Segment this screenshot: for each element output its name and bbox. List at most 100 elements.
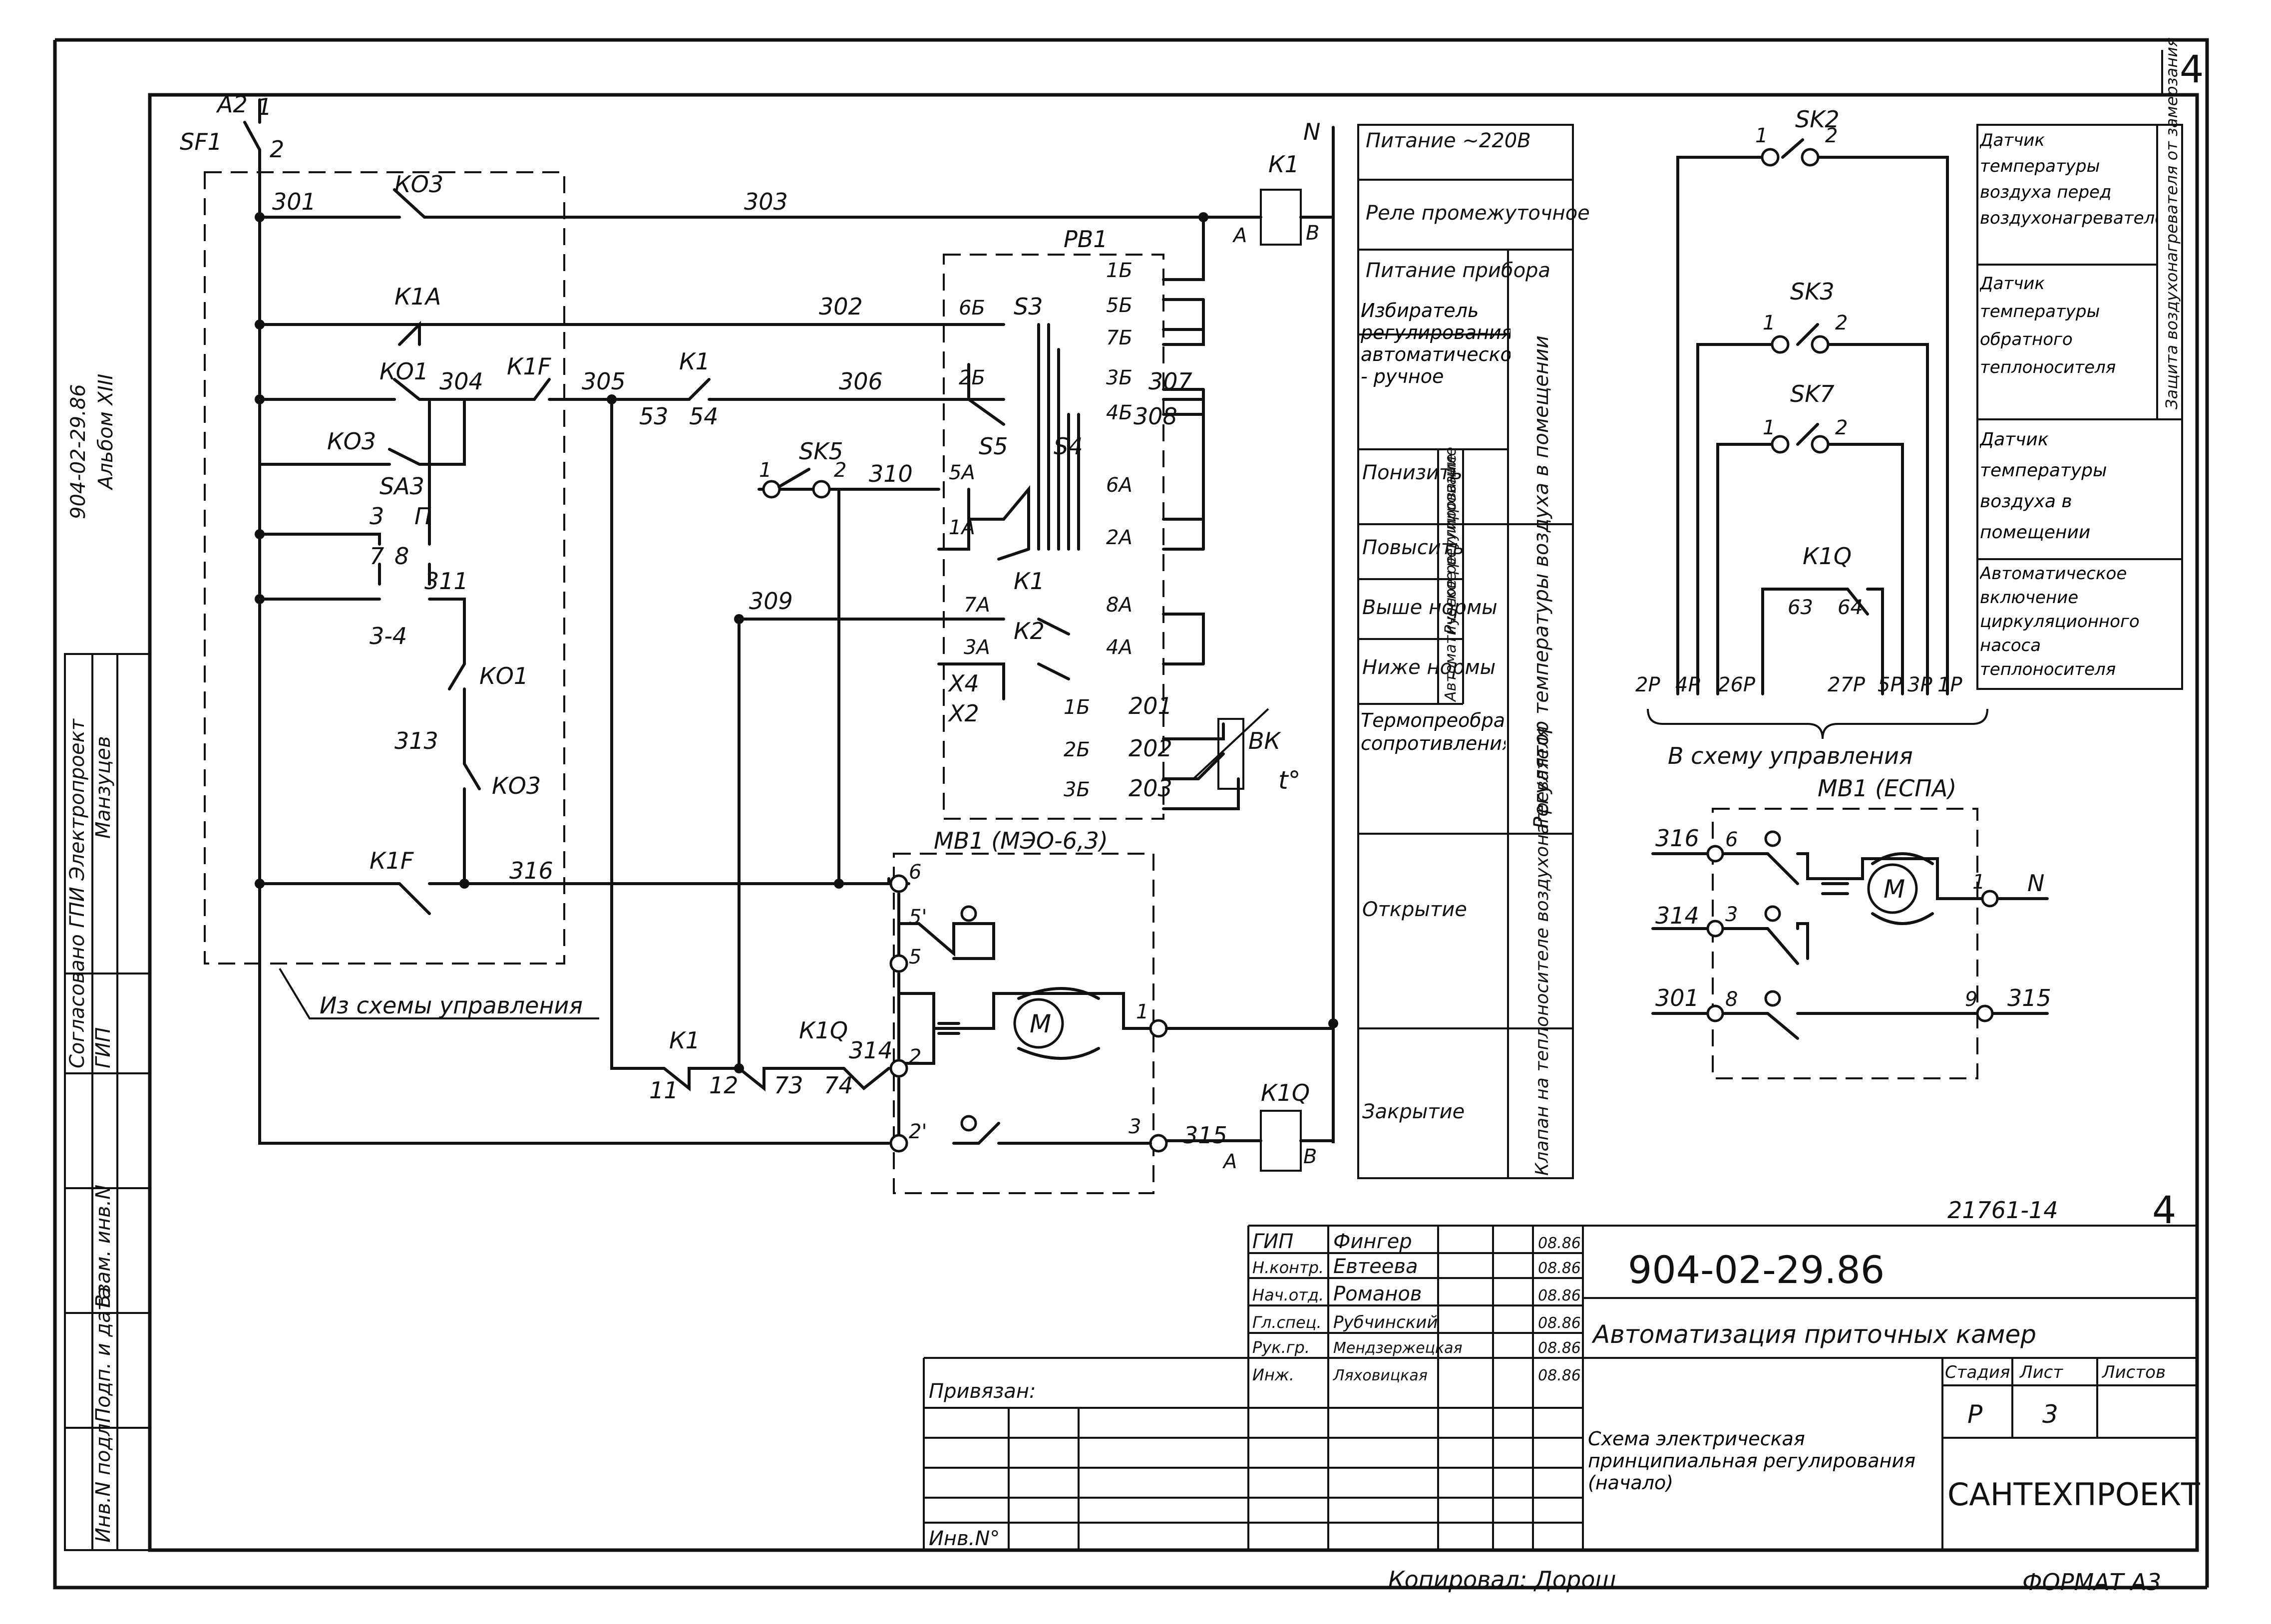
actuator-meo: МВ1 (МЭО-6,3) 6 5' 5 2 1 2' 3 M <box>887 827 1335 1194</box>
lbl-x2-3b: 3Б <box>1064 778 1090 801</box>
lbl-k1q-b: В <box>1303 1145 1317 1168</box>
lbl-303: 303 <box>744 188 788 215</box>
tb-bound: Привязан: <box>929 1380 1036 1403</box>
lbl-rb1: РВ1 <box>1064 226 1108 253</box>
lbl-315: 315 <box>1183 1122 1227 1149</box>
lbl-304: 304 <box>439 368 483 395</box>
lbl-8a: 8А <box>1106 594 1133 617</box>
lbl-sk5-2: 2 <box>834 459 846 482</box>
relay-coil-k1 <box>1260 189 1302 246</box>
lbl-5a: 5А <box>949 461 975 484</box>
act-term-5: 5 <box>909 946 921 969</box>
sheet-border <box>55 38 2209 1588</box>
espa-316: 316 <box>1655 825 1699 852</box>
espa-n: N <box>2027 870 2044 897</box>
sensor-k1q-64: 64 <box>1838 596 1863 619</box>
lbl-316: 316 <box>509 857 553 884</box>
sensor-sk2-2: 2 <box>1825 124 1838 147</box>
lbl-3-4: 3-4 <box>370 623 407 650</box>
tb-designation: 904-02-29.86 <box>1628 1248 1885 1292</box>
title-block: 21761-14 4 ГИП Фингер 08.86 Н.контр. Евт… <box>923 1188 2201 1550</box>
regulator-rb1: РВ1 1Б 5Б S3 6Б 7Б 2Б 3Б 307 4Б 308 SK5 … <box>749 216 1301 885</box>
copied-by: Копировал: Дорош <box>1388 1566 1616 1593</box>
margin-gip: ГИП <box>92 1027 115 1068</box>
lbl-ko3b: КО3 <box>327 428 376 455</box>
lbl-k1f-b: К1F <box>370 847 414 874</box>
sensor-desc-table: Датчик температуры воздуха перед воздухо… <box>1976 37 2183 690</box>
lbl-sf1: SF1 <box>180 128 222 155</box>
lbl-1a: 1А <box>949 516 975 539</box>
desc-protect: Защита воздухонагревателя от замерзания <box>2162 37 2181 409</box>
lbl-k1-b: К1 <box>669 1027 700 1054</box>
lbl-sa3-7: 7 <box>370 543 384 570</box>
legend-raise: Повысить <box>1362 536 1465 559</box>
espa-6: 6 <box>1725 828 1738 851</box>
lbl-sa3: SA3 <box>379 473 424 500</box>
lbl-x2: Х2 <box>948 700 979 727</box>
lbl-203: 203 <box>1129 775 1172 802</box>
act-term-3: 3 <box>1129 1115 1141 1138</box>
legend-valve: Клапан на теплоносителе воздухонагревате… <box>1532 726 1552 1176</box>
lbl-3a: 3А <box>964 636 990 659</box>
legend-auto: Автоматическое регулирование <box>1442 447 1460 702</box>
lbl-k1-rb: К1 <box>1014 568 1045 595</box>
legend-below: Ниже нормы <box>1362 656 1496 679</box>
lbl-t: t° <box>1278 766 1301 795</box>
tb-role-3: Гл.спец. <box>1252 1313 1322 1332</box>
lbl-305: 305 <box>582 368 626 395</box>
lbl-sa3-p: П <box>414 503 432 530</box>
tb-name-0: Фингер <box>1333 1230 1412 1253</box>
lbl-6b: 6Б <box>959 297 985 320</box>
lbl-309: 309 <box>749 588 793 615</box>
lbl-11: 11 <box>649 1077 679 1104</box>
legend-open: Открытие <box>1362 898 1467 921</box>
sensor-sk7-1: 1 <box>1763 416 1775 439</box>
lbl-ko3c: КО3 <box>492 772 541 799</box>
espa-8: 8 <box>1725 988 1738 1011</box>
lbl-5b: 5Б <box>1106 294 1133 317</box>
tb-org: САНТЕХПРОЕКТ <box>1947 1476 2201 1513</box>
lbl-308: 308 <box>1134 403 1177 430</box>
sensor-sk2: SK2 <box>1795 106 1840 133</box>
lbl-4a: 4А <box>1106 636 1133 659</box>
legend-relay: Реле промежуточное <box>1366 202 1590 225</box>
lbl-k1-coil: К1 <box>1268 151 1299 178</box>
espa-3: 3 <box>1725 903 1738 926</box>
term-4p: 4Р <box>1675 673 1700 696</box>
margin-name: Манзуцев <box>92 736 115 839</box>
sensor-sk7-2: 2 <box>1835 416 1848 439</box>
lbl-k1f: К1F <box>507 353 551 380</box>
sensor-sk3-1: 1 <box>1763 312 1775 334</box>
lbl-4b: 4Б <box>1106 401 1133 424</box>
sensor-k1q-63: 63 <box>1788 596 1813 619</box>
legend-selector: Избиратель регулирования автоматическое … <box>1361 300 1511 387</box>
tb-date-0: 08.86 <box>1538 1235 1581 1252</box>
tb-date-3: 08.86 <box>1538 1314 1581 1332</box>
sheet-border-left <box>53 40 2207 1590</box>
sensor-caption: В схему управления <box>1668 742 1913 769</box>
lbl-k1q-coil: К1Q <box>1261 1079 1310 1106</box>
tb-date-1: 08.86 <box>1538 1260 1581 1277</box>
desc-sk7: Датчик температуры воздуха в помещении <box>1980 429 2107 543</box>
lbl-s4: S4 <box>1054 433 1083 460</box>
tb-role-4: Рук.гр. <box>1252 1338 1310 1357</box>
term-27p: 27Р <box>1828 673 1866 696</box>
margin-inv-orig: Инв.N подл. <box>92 1417 115 1543</box>
lbl-vk: ВК <box>1248 727 1282 754</box>
lbl-k1-b-term: В <box>1306 222 1319 245</box>
espa-301: 301 <box>1655 984 1699 1011</box>
tb-inv: Инв.N° <box>929 1527 1000 1550</box>
desc-sk3: Датчик температуры обратного теплоносите… <box>1980 274 2116 377</box>
lbl-73: 73 <box>774 1072 803 1099</box>
lbl-x4: Х4 <box>948 670 979 697</box>
lbl-s3: S3 <box>1014 293 1043 320</box>
term-1p: 1Р <box>1937 673 1962 696</box>
tb-stage-header: Стадия <box>1945 1362 2010 1382</box>
lbl-2b: 2Б <box>959 366 985 389</box>
legend-thermo: Термопреобразователь сопротивления <box>1361 709 1506 754</box>
lbl-310: 310 <box>869 460 913 487</box>
lbl-ko1: КО1 <box>379 358 428 385</box>
legend-manual: Ручное регулирование <box>1442 454 1460 634</box>
sensor-sk7: SK7 <box>1790 380 1835 407</box>
